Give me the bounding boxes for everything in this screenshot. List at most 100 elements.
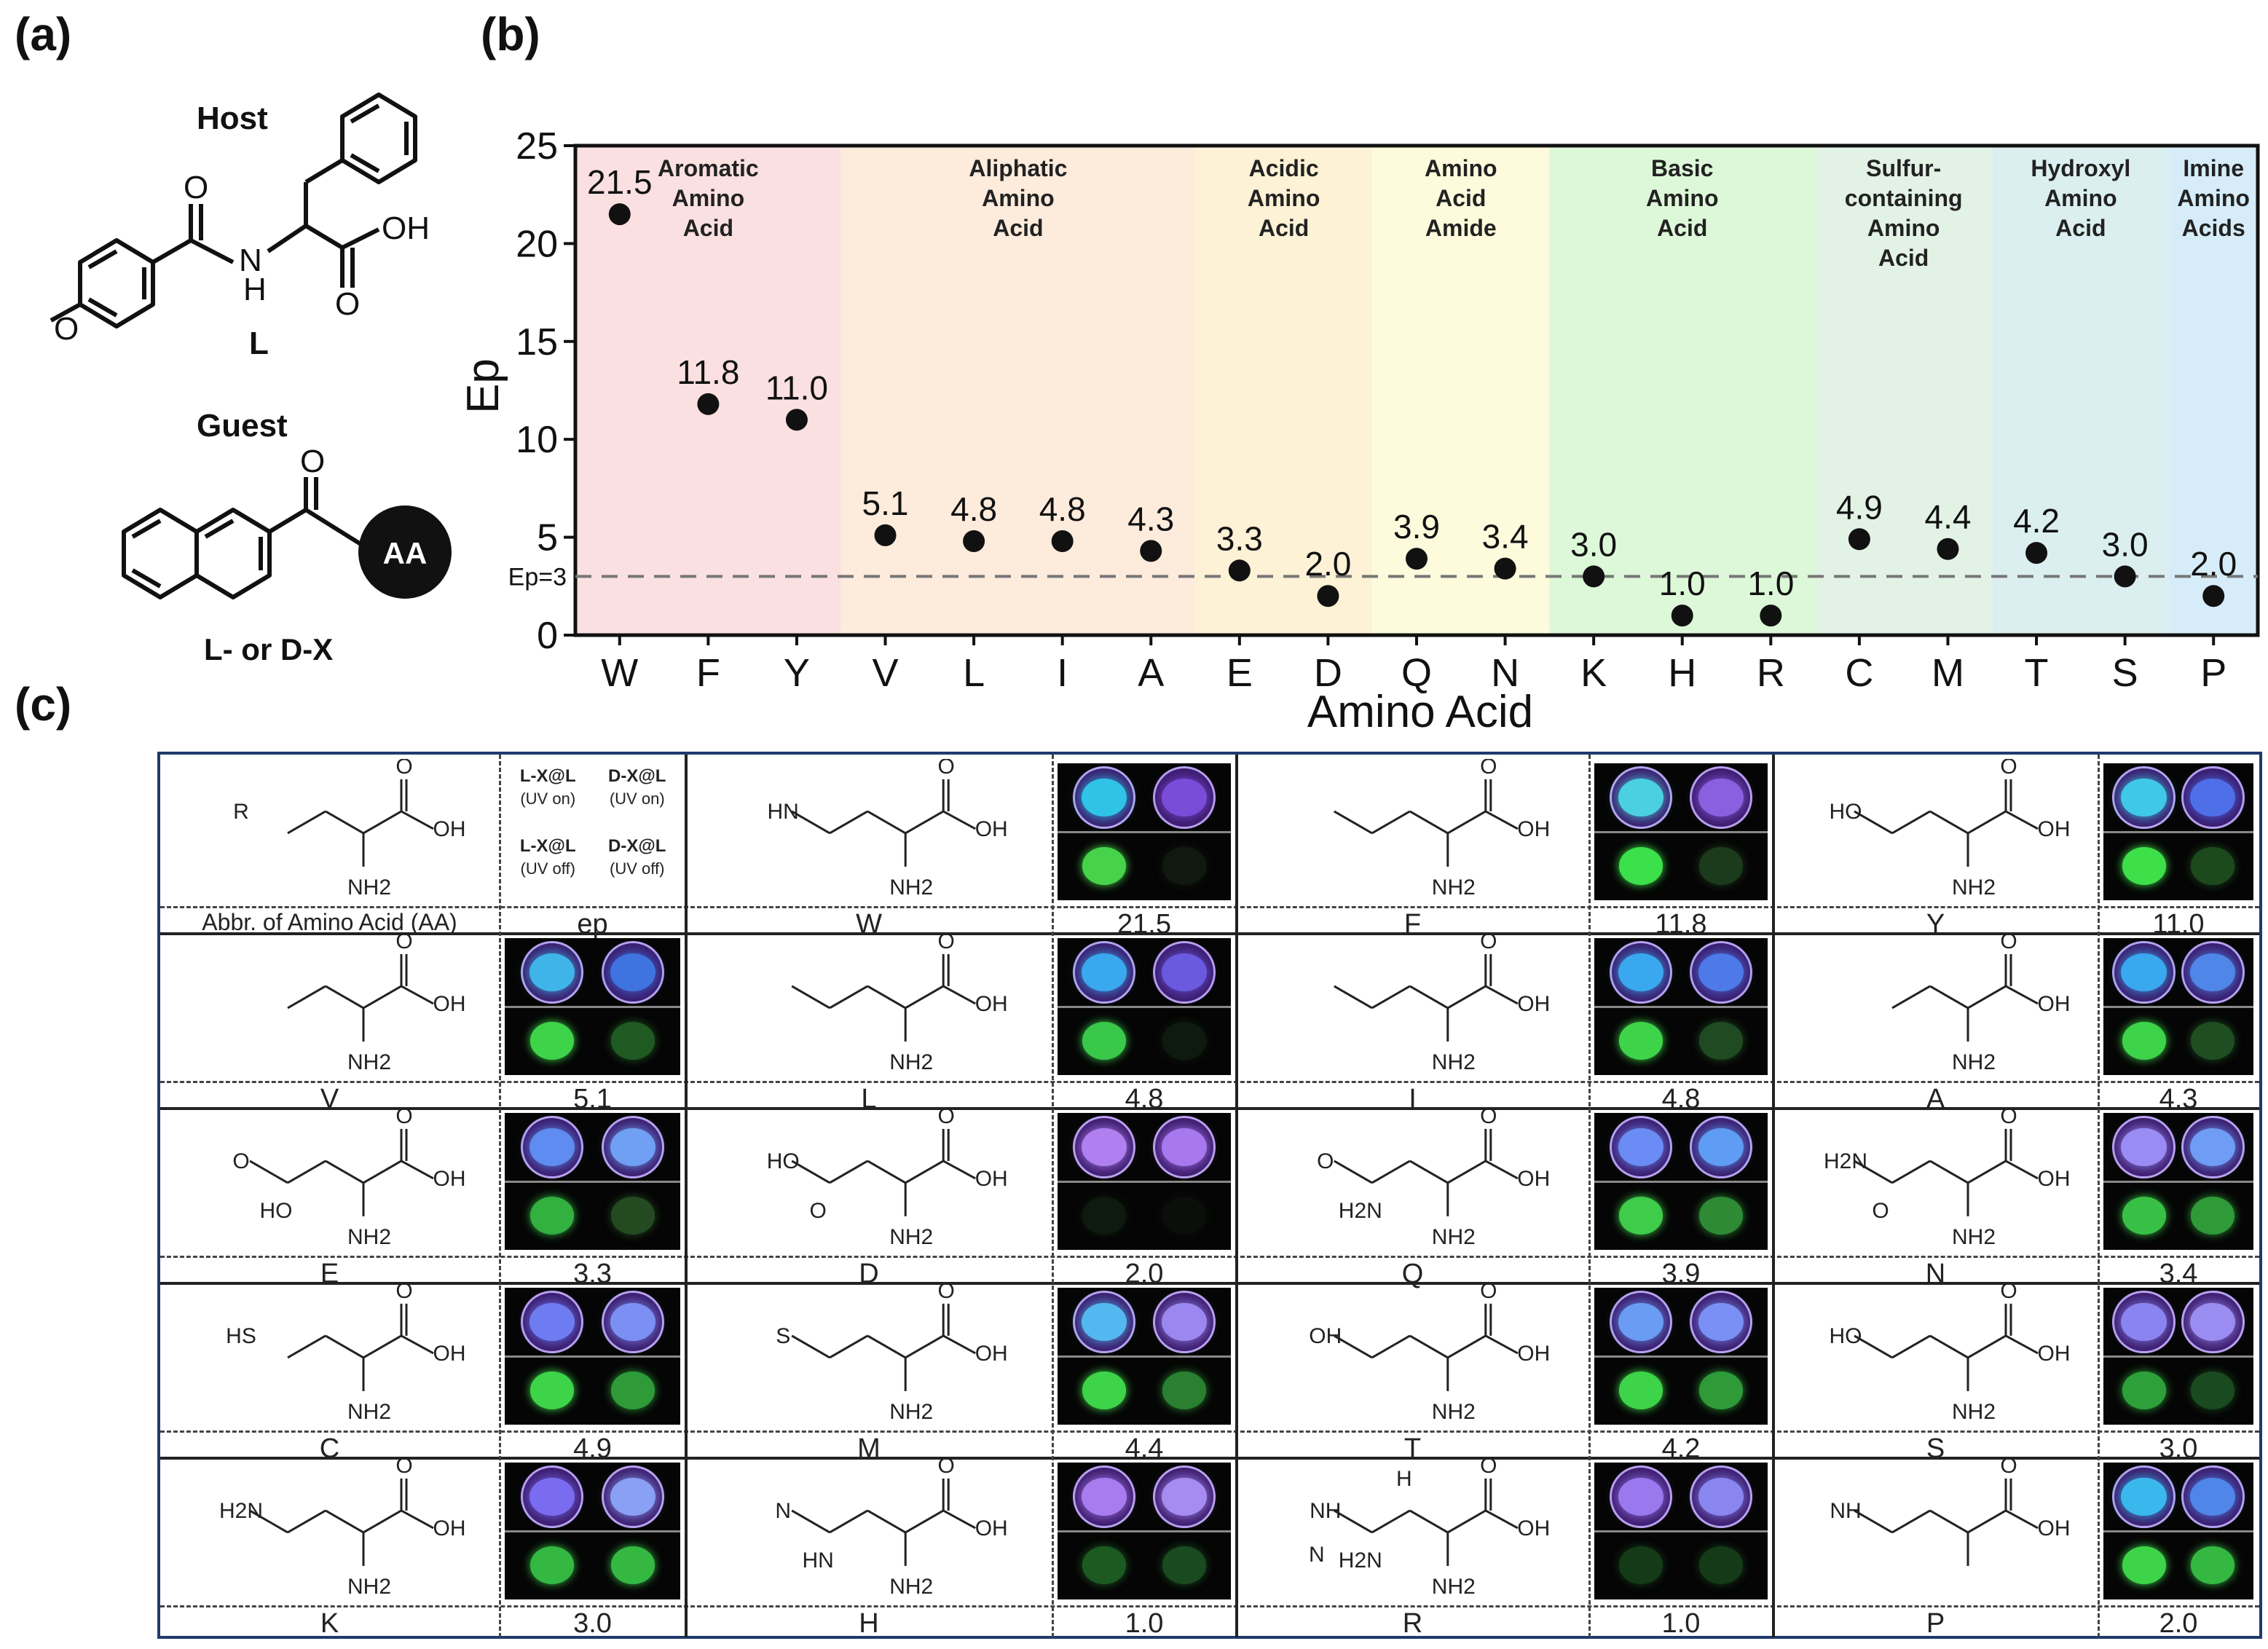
aa-abbreviation: Q [1401,1259,1424,1289]
structure-atom-label: OH [975,992,1008,1016]
sample-uv-on [2121,1302,2167,1342]
photo-N [2103,1113,2253,1250]
guest-aa-circle [358,505,452,599]
chart-data-label: 3.3 [1216,519,1263,557]
structure-atom-label: OH [433,1342,466,1366]
chart-x-tick-label: S [2112,651,2138,695]
sample-uv-off [2122,1022,2166,1060]
chart-group-label: Acid [2055,215,2106,241]
sample-uv-on [529,1477,575,1516]
aa-ep-value: 5.1 [573,1084,612,1114]
aa-abbreviation: V [320,1084,339,1114]
row-separator [160,1282,2259,1285]
structure-atom-label: NH2 [1432,1575,1476,1599]
chart-group-label: Acid [1878,245,1929,271]
photo-D [1058,1113,1231,1250]
structure-atom-label: O [810,1199,827,1223]
photo-C [505,1288,680,1425]
chart-data-label: 1.0 [1659,564,1706,602]
sample-uv-off [2122,1546,2166,1584]
structure-atom-label: NH2 [889,1575,933,1599]
sample-uv-on [1698,1302,1744,1342]
photo-divider [505,1181,680,1183]
sample-uv-off [2122,847,2166,885]
legend-row-label: Abbr. of Amino Acid (AA) [202,909,457,935]
aa-abbreviation: H [859,1608,879,1639]
sample-uv-on [1082,953,1127,992]
photo-divider [505,1006,680,1008]
chart-y-tick-label: 15 [516,321,558,363]
chart-band-4 [1549,146,1816,635]
sample-uv-off [2191,1546,2235,1584]
photo-F [1594,763,1768,900]
sample-uv-on [1698,1127,1744,1167]
photo-divider [1594,1355,1768,1358]
chart-point-P [2202,585,2225,607]
sample-uv-on [1698,953,1744,992]
legend-sublabel: (UV on) [520,790,576,808]
chart-x-axis-label: Amino Acid [1307,687,1533,737]
chart-y-tick-label: 0 [537,615,558,657]
photo-divider [1058,1530,1231,1532]
sample-uv-on [610,1127,656,1167]
sample-uv-on [2190,1127,2236,1167]
chart-x-tick-label: V [873,651,899,695]
sample-uv-on [1618,1477,1664,1516]
structure-atom-label: S [776,1324,790,1348]
photo-A [2103,938,2253,1075]
chart-point-W [608,203,631,226]
chart-data-label: 5.1 [862,484,909,522]
structure-atom-label: N [1309,1543,1325,1567]
row-separator [160,1457,2259,1460]
aa-abbreviation: Y [1926,909,1945,940]
structure-atom-label: NH2 [347,1575,391,1599]
sample-uv-off [610,1022,655,1060]
structure-atom-label: OH [1517,817,1550,841]
structure-atom-label: O [395,1458,412,1478]
legend-label: D-X@L [608,766,666,786]
aa-abbreviation: A [1926,1084,1945,1114]
chart-group-label: Amino [1646,185,1719,211]
sample-uv-off [1162,847,1206,885]
structure-atom-label: OH [975,1167,1008,1191]
aa-ep-value: 4.8 [1661,1084,1701,1114]
panel-label-a: (a) [15,8,72,60]
chart-data-label: 11.0 [765,369,828,406]
chart-band-6 [1992,146,2170,635]
sample-uv-off [1698,1197,1743,1235]
chart-group-label: Acid [1657,215,1707,241]
cell-divider [499,755,501,1637]
sample-uv-on [1082,778,1127,817]
photo-M [1058,1288,1231,1425]
sample-uv-on [1082,1127,1127,1167]
chart-point-H [1671,605,1693,627]
structure-atom-label: OH [433,817,466,841]
row-divider [160,906,2259,908]
sample-uv-on [2190,1302,2236,1342]
photo-I [1594,938,1768,1075]
sample-uv-off [1619,847,1663,885]
photo-K [505,1463,680,1599]
photo-divider [2103,831,2253,833]
photo-T [1594,1288,1768,1425]
photo-divider [2103,1355,2253,1358]
sample-uv-on [1698,1477,1744,1516]
structure-atom-label: NH2 [1432,1400,1476,1424]
structure-atom-label: O [1480,759,1497,779]
structure-atom-label: HO [260,1199,293,1223]
photo-divider [505,1530,680,1532]
structure-atom-label: OH [2038,1516,2071,1540]
host-atom-n: N [239,243,262,278]
sample-uv-on [2121,1127,2167,1167]
sample-uv-on [1618,778,1664,817]
